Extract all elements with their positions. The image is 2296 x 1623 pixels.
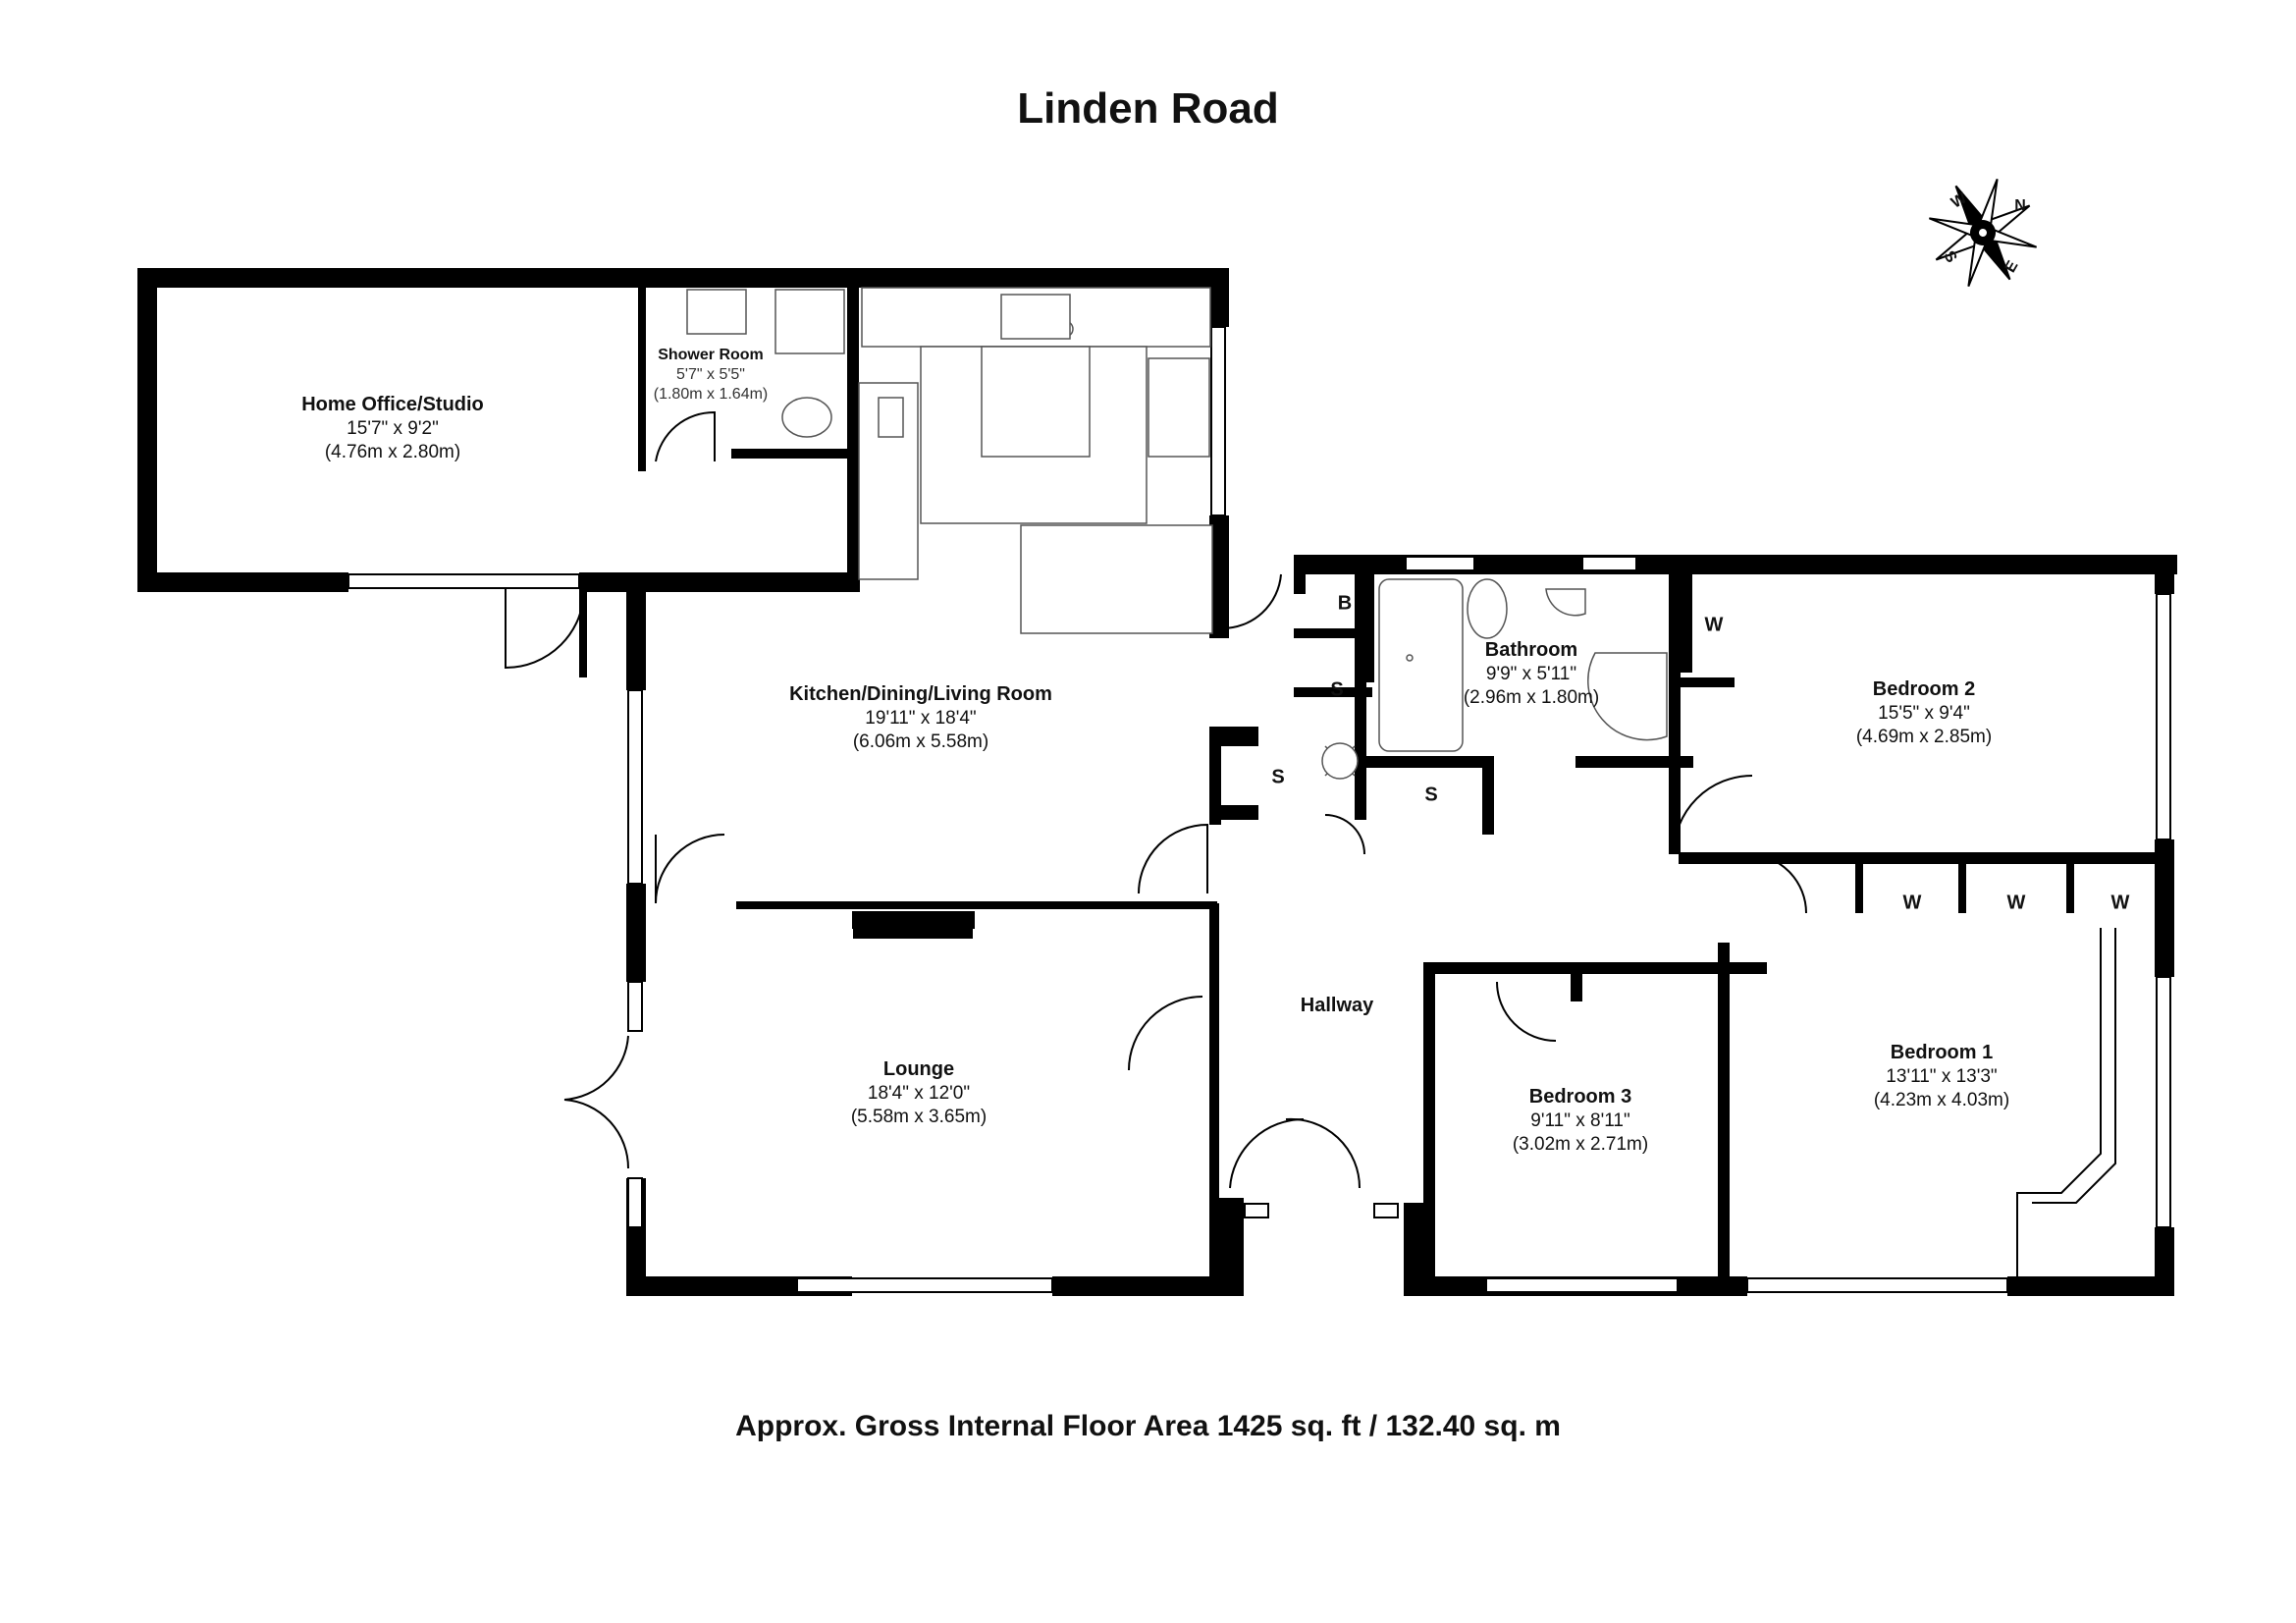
room-imperial: 13'11" x 13'3" xyxy=(1886,1066,1998,1087)
bath-fittings xyxy=(686,289,1668,780)
room-name: Bedroom 2 xyxy=(1872,678,1976,700)
room-metric: (2.96m x 1.80m) xyxy=(1463,686,1600,708)
room-imperial: 18'4" x 12'0" xyxy=(867,1083,971,1104)
room-bedroom-1: Bedroom 1 13'11" x 13'3" (4.23m x 4.03m) xyxy=(1874,1041,2009,1112)
store-tag: S xyxy=(1271,766,1285,788)
room-metric: (6.06m x 5.58m) xyxy=(852,730,989,752)
room-name: Bedroom 3 xyxy=(1528,1086,1632,1108)
room-lounge: Lounge 18'4" x 12'0" (5.58m x 3.65m) xyxy=(851,1057,987,1129)
store-tag: S xyxy=(1330,678,1344,701)
room-name: Hallway xyxy=(1300,995,1374,1016)
room-name: Lounge xyxy=(882,1058,955,1080)
door-swings xyxy=(505,410,1807,1189)
room-bedroom-3: Bedroom 3 9'11" x 8'11" (3.02m x 2.71m) xyxy=(1513,1085,1648,1157)
room-metric: (4.76m x 2.80m) xyxy=(324,441,461,462)
room-name: Home Office/Studio xyxy=(301,394,484,415)
room-imperial: 5'7" x 5'5" xyxy=(676,366,745,383)
plan-title: Linden Road xyxy=(1017,84,1279,133)
room-imperial: 9'11" x 8'11" xyxy=(1530,1110,1630,1131)
kitchen-fittings xyxy=(858,287,1213,634)
windows xyxy=(347,326,2171,1293)
fireplace xyxy=(853,912,973,939)
room-metric: (3.02m x 2.71m) xyxy=(1512,1133,1649,1155)
bedroom1-fitting xyxy=(2016,928,2116,1276)
room-metric: (5.58m x 3.65m) xyxy=(850,1106,988,1127)
room-metric: (4.23m x 4.03m) xyxy=(1873,1089,2010,1110)
bedroom-walls xyxy=(1669,555,2174,1296)
room-shower: Shower Room 5'7" x 5'5" (1.80m x 1.64m) xyxy=(654,346,768,405)
floor-area-note: Approx. Gross Internal Floor Area 1425 s… xyxy=(735,1410,1561,1442)
wardrobe-tag: W xyxy=(1704,614,1724,636)
room-imperial: 15'5" x 9'4" xyxy=(1878,703,1970,724)
store-tag: S xyxy=(1424,784,1438,806)
wardrobe-tag: W xyxy=(2006,892,2026,914)
room-name: Bathroom xyxy=(1484,639,1578,661)
office-walls xyxy=(137,268,1229,677)
room-bathroom: Bathroom 9'9" x 5'11" (2.96m x 1.80m) xyxy=(1464,638,1599,710)
room-metric: (1.80m x 1.64m) xyxy=(653,386,769,403)
room-name: Kitchen/Dining/Living Room xyxy=(789,683,1052,705)
room-imperial: 15'7" x 9'2" xyxy=(347,418,439,439)
compass-icon xyxy=(1928,178,2038,288)
room-name: Bedroom 1 xyxy=(1890,1042,1994,1063)
boiler-tag: B xyxy=(1337,592,1353,615)
room-imperial: 9'9" x 5'11" xyxy=(1485,664,1577,684)
wardrobe-tag: W xyxy=(1902,892,1922,914)
room-hallway: Hallway xyxy=(1301,994,1373,1018)
room-home-office: Home Office/Studio 15'7" x 9'2" (4.76m x… xyxy=(301,393,484,464)
room-name: Shower Room xyxy=(658,347,764,363)
compass-north: N xyxy=(2014,197,2026,214)
room-bedroom-2: Bedroom 2 15'5" x 9'4" (4.69m x 2.85m) xyxy=(1856,677,1992,749)
wardrobe-tag: W xyxy=(2110,892,2130,914)
room-imperial: 19'11" x 18'4" xyxy=(865,708,977,729)
room-metric: (4.69m x 2.85m) xyxy=(1855,726,1993,747)
room-kitchen: Kitchen/Dining/Living Room 19'11" x 18'4… xyxy=(789,682,1052,754)
